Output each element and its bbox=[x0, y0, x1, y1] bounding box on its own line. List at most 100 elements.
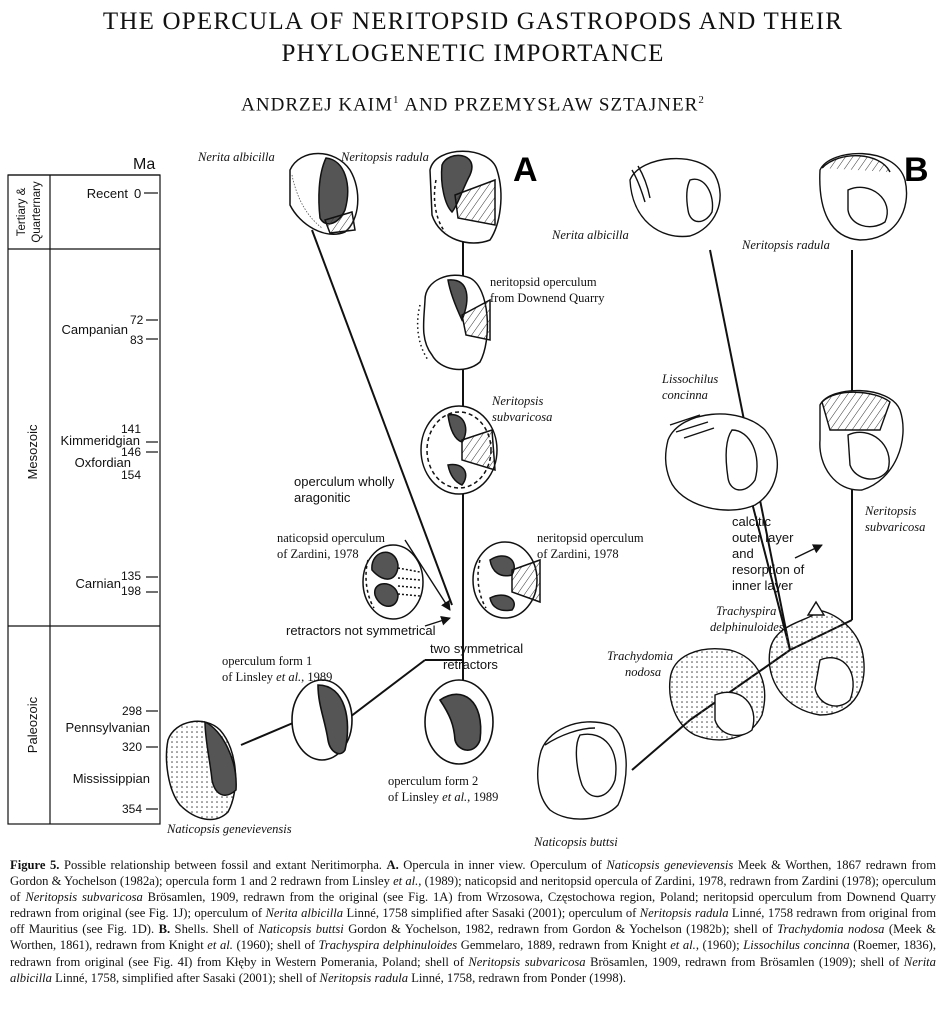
stage-carnian: Carnian bbox=[75, 576, 121, 591]
timescale-unit: Ma bbox=[133, 156, 155, 173]
label-a-aragonitic-2: aragonitic bbox=[294, 490, 351, 505]
label-a-aragonitic-1: operculum wholly bbox=[294, 474, 395, 489]
caption-segment: , (1960); bbox=[695, 938, 744, 953]
caption-label: Figure 5. bbox=[10, 858, 60, 872]
age-154: 154 bbox=[121, 468, 141, 482]
caption-body: Possible relationship between fossil and… bbox=[10, 858, 936, 985]
author-2: PRZEMYSŁAW SZTAJNER bbox=[454, 94, 699, 116]
label-a-subvaricosa-2: subvaricosa bbox=[492, 410, 552, 424]
caption-segment: Linné, 1758, redrawn from Ponder (1998). bbox=[408, 970, 626, 985]
label-b-trachyspira-2: delphinuloides bbox=[710, 620, 784, 634]
caption-segment: Linné, 1758 redrawn from original from o… bbox=[10, 906, 936, 937]
label-a-naticopsid-2: of Zardini, 1978 bbox=[277, 547, 359, 561]
label-a-downend-2: from Downend Quarry bbox=[490, 291, 605, 305]
label-b-subvaricosa-2: subvaricosa bbox=[865, 520, 925, 534]
caption-segment: , (1989); naticopsid and neritopsid oper… bbox=[10, 874, 936, 905]
caption-segment: Neritopsis subvaricosa bbox=[468, 954, 586, 969]
caption-segment: Linné, 1758, simplified after Sasaki (20… bbox=[51, 970, 320, 985]
caption-segment: Neritopsis subvaricosa bbox=[25, 890, 143, 905]
label-b-subvaricosa-1: Neritopsis bbox=[864, 504, 917, 518]
caption-segment: Brösamlen, 1909, redrawn from Brösamlen … bbox=[585, 954, 904, 969]
title-line-1: THE OPERCULA OF NERITOPSID GASTROPODS AN… bbox=[102, 8, 844, 35]
caption-segment: Trachyspira delphinuloides bbox=[318, 938, 458, 953]
stage-kimmeridgian: Kimmeridgian bbox=[61, 433, 140, 448]
label-a-subvaricosa-1: Neritopsis bbox=[491, 394, 544, 408]
caption-segment: Neritopsis radula bbox=[319, 970, 409, 985]
caption-segment: Naticopsis buttsi bbox=[258, 922, 344, 937]
label-b-trachyspira-1: Trachyspira bbox=[716, 604, 776, 618]
era-mesozoic: Mesozoic bbox=[25, 424, 40, 479]
label-a-genevievensis: Naticopsis genevievensis bbox=[166, 822, 292, 836]
label-a-form2-1: operculum form 2 bbox=[388, 774, 478, 788]
trachyspira-delphinuloides-shell bbox=[768, 600, 865, 716]
naticopsid-zardini-operculum bbox=[362, 544, 424, 620]
caption-segment: (Roemer, 1836), redrawn from original (s… bbox=[10, 938, 936, 969]
label-a-form1-1: operculum form 1 bbox=[222, 654, 312, 668]
downend-quarry-operculum bbox=[416, 274, 491, 371]
panel-a-letter: A bbox=[513, 151, 538, 189]
nerita-albicilla-operculum bbox=[289, 152, 359, 235]
stage-pennsylvanian: Pennsylvanian bbox=[65, 720, 150, 735]
label-b-trachydomia-2: nodosa bbox=[625, 665, 661, 679]
author-joiner: AND bbox=[399, 94, 455, 116]
stage-recent: Recent bbox=[87, 186, 129, 201]
label-b-calcitic-1: calcitic bbox=[732, 514, 772, 529]
caption-segment: Meek & Worthen, 1867 redrawn from Gordon… bbox=[10, 858, 937, 889]
age-198: 198 bbox=[121, 584, 141, 598]
era-paleozoic: Paleozoic bbox=[25, 696, 40, 753]
lissochilus-concinna-shell bbox=[664, 413, 779, 511]
stage-oxfordian: Oxfordian bbox=[75, 455, 131, 470]
caption-segment: Shells. Shell of bbox=[170, 922, 259, 937]
geologic-timescale: Ma Tertiary & Quarternary Mesozoic Paleo… bbox=[7, 156, 161, 825]
age-146: 146 bbox=[121, 445, 141, 459]
age-83: 83 bbox=[130, 333, 144, 347]
label-a-neritopsid-z-2: of Zardini, 1978 bbox=[537, 547, 619, 561]
era-tertiary-2: Quarternary bbox=[31, 181, 43, 243]
label-a-naticopsid-1: naticopsid operculum bbox=[277, 531, 385, 545]
naticopsis-genevievensis-operculum bbox=[165, 720, 237, 821]
label-b-buttsi: Naticopsis buttsi bbox=[533, 835, 618, 849]
panel-b: B bbox=[533, 151, 929, 849]
caption-segment: (Meek & Worthen, 1861), redrawn from Kni… bbox=[10, 922, 936, 953]
caption-segment: Gemmelaro, 1889, redrawn from Knight bbox=[457, 938, 671, 953]
trachydomia-nodosa-shell bbox=[668, 648, 766, 741]
caption-segment: Neritopsis radula bbox=[639, 906, 729, 921]
caption-segment: et al. bbox=[207, 938, 233, 953]
author-1-affiliation: 1 bbox=[393, 94, 400, 106]
operculum-form-1 bbox=[291, 679, 353, 761]
title-line-2: PHYLOGENETIC IMPORTANCE bbox=[281, 40, 665, 67]
panel-a: A bbox=[165, 150, 644, 836]
caption-segment: Possible relationship between fossil and… bbox=[59, 858, 387, 872]
age-72: 72 bbox=[130, 313, 144, 327]
panel-b-letter: B bbox=[904, 151, 929, 189]
authors: ANDRZEJ KAIM1 AND PRZEMYSŁAW SZTAJNER2 bbox=[0, 94, 946, 116]
stage-campanian: Campanian bbox=[62, 322, 129, 337]
label-b-lissochilus-2: concinna bbox=[662, 388, 708, 402]
caption-segment: Trachydomia nodosa bbox=[777, 922, 885, 937]
label-b-neritopsis-radula: Neritopsis radula bbox=[741, 238, 830, 252]
caption-segment: et al. bbox=[393, 874, 419, 889]
author-2-affiliation: 2 bbox=[698, 94, 705, 106]
caption-segment: Opercula in inner view. Operculum of bbox=[398, 858, 607, 872]
era-tertiary-1: Tertiary & bbox=[16, 187, 28, 236]
label-a-nerita-albicilla: Nerita albicilla bbox=[197, 150, 275, 164]
caption-segment: Nerita albicilla bbox=[10, 954, 936, 985]
label-a-form1-2: of Linsley et al., 1989 bbox=[222, 670, 332, 684]
neritopsis-subvaricosa-shell bbox=[819, 389, 904, 491]
age-0: 0 bbox=[134, 186, 141, 201]
label-b-calcitic-3: and bbox=[732, 546, 754, 561]
caption-segment: Naticopsis genevievensis bbox=[606, 858, 734, 872]
paper-title: THE OPERCULA OF NERITOPSID GASTROPODS AN… bbox=[0, 6, 946, 70]
label-b-calcitic-5: inner layer bbox=[732, 578, 793, 593]
label-b-trachydomia-1: Trachydomia bbox=[607, 649, 673, 663]
age-320: 320 bbox=[122, 740, 142, 754]
caption-segment: A. bbox=[386, 858, 399, 872]
label-a-neritopsid-z-1: neritopsid operculum bbox=[537, 531, 644, 545]
caption-segment: Linné, 1758 simplified after Sasaki (200… bbox=[343, 906, 640, 921]
neritopsis-radula-operculum bbox=[429, 150, 502, 244]
label-a-form2-2: of Linsley et al., 1989 bbox=[388, 790, 498, 804]
label-a-two-sym-2: retractors bbox=[443, 657, 498, 672]
label-b-calcitic-4: resorption of bbox=[732, 562, 805, 577]
age-354: 354 bbox=[122, 802, 142, 816]
caption-segment: B. bbox=[158, 922, 171, 937]
